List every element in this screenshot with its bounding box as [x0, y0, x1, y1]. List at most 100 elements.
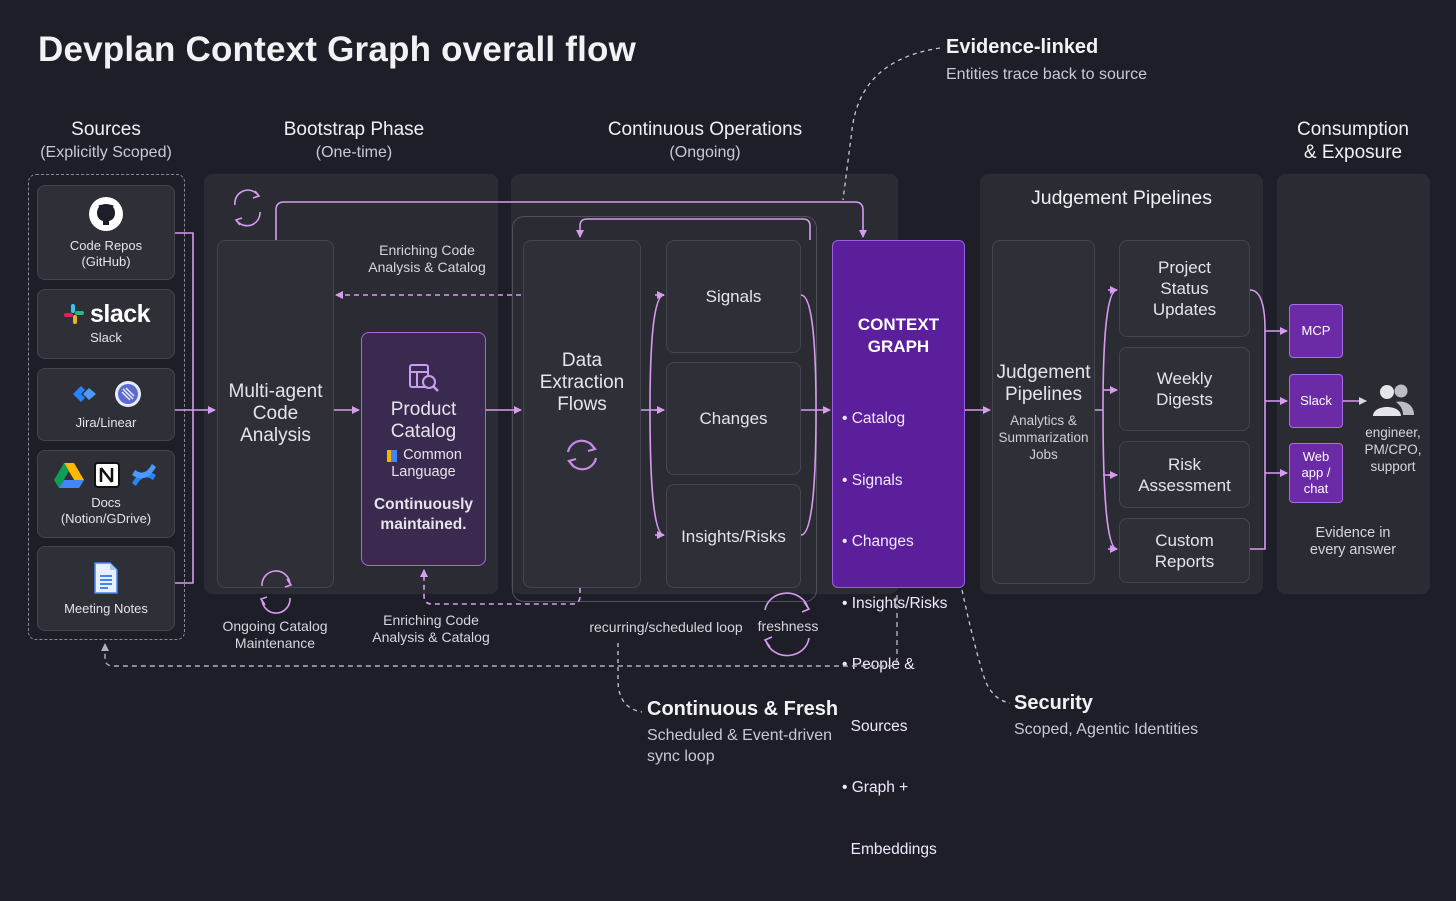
- source-label: Meeting Notes: [64, 600, 148, 616]
- callout-evidence-sub: Entities trace back to source: [946, 66, 1147, 83]
- risk-assessment[interactable]: Risk Assessment: [1119, 441, 1250, 508]
- bootstrap-subtitle: (One-time): [315, 144, 393, 161]
- callout-security-title: Security: [1014, 692, 1093, 714]
- source-meeting-notes[interactable]: Meeting Notes: [37, 546, 175, 631]
- enrich-label-bottom: Enriching Code Analysis & Catalog: [356, 612, 506, 646]
- catalog-title: Catalog: [390, 421, 457, 442]
- evidence-label: Evidence in every answer: [1285, 525, 1421, 559]
- judgement-sub: Analytics &: [1010, 412, 1077, 428]
- source-label: Slack: [90, 330, 122, 345]
- source-sublabel: (GitHub): [81, 253, 131, 269]
- weekly-digests[interactable]: Weekly Digests: [1119, 347, 1250, 431]
- channel-web-chat[interactable]: Web app / chat: [1289, 443, 1343, 503]
- report-label: Reports: [1154, 551, 1215, 571]
- ongoing-catalog-label: Ongoing Catalog Maintenance: [200, 618, 350, 652]
- notion-icon: [94, 462, 120, 488]
- context-graph[interactable]: CONTEXT GRAPH • Catalog • Signals • Chan…: [832, 240, 965, 858]
- source-sublabel: (Notion/GDrive): [60, 511, 152, 526]
- report-label: Custom: [1155, 530, 1214, 550]
- sources-title: Sources: [71, 119, 141, 140]
- callout-fresh-sub: sync loop: [647, 748, 715, 765]
- enrich-bottom-line1: Enriching Code: [383, 612, 479, 628]
- source-code-repos[interactable]: Code Repos (GitHub): [37, 185, 175, 280]
- enrich-top-line2: Analysis & Catalog: [368, 259, 486, 275]
- source-slack[interactable]: slack Slack: [37, 289, 175, 359]
- enrich-top-line1: Enriching Code: [379, 242, 475, 258]
- output-label: Changes: [699, 409, 768, 428]
- maintained-line1: Continuously: [373, 496, 474, 513]
- common-language-line1: Common: [403, 447, 462, 463]
- channel-label: chat: [1303, 481, 1329, 496]
- channel-label: Web: [1302, 449, 1330, 464]
- cg-item: Embeddings: [842, 840, 937, 858]
- slack-logo: slack: [62, 302, 151, 327]
- evidence-line: every answer: [1309, 542, 1397, 558]
- multi-agent-code-analysis[interactable]: Multi-agent Code Analysis: [217, 240, 334, 588]
- output-insights-risks[interactable]: Insights/Risks: [666, 484, 801, 588]
- output-signals[interactable]: Signals: [666, 240, 801, 353]
- consumption-header: Consumption & Exposure: [1275, 118, 1431, 164]
- source-docs[interactable]: Docs (Notion/GDrive): [37, 450, 175, 538]
- recurring-loop-label: recurring/scheduled loop: [589, 619, 743, 635]
- callout-fresh-sub: Scheduled & Event-driven: [647, 727, 832, 744]
- analysis-line: Multi-agent: [228, 381, 323, 402]
- consumption-title-2: & Exposure: [1303, 142, 1403, 163]
- user-role: engineer,: [1365, 425, 1421, 440]
- source-label: Jira/Linear: [75, 414, 137, 430]
- project-status-updates[interactable]: Project Status Updates: [1119, 240, 1250, 337]
- user-role: PM/CPO,: [1364, 442, 1422, 457]
- channel-label: MCP: [1301, 323, 1331, 338]
- continuous-subtitle: (Ongoing): [669, 144, 741, 161]
- report-label: Assessment: [1138, 475, 1231, 495]
- cg-item: • Catalog: [842, 410, 906, 427]
- judgement-sub: Jobs: [1029, 446, 1058, 462]
- judgement-title: Pipelines: [1004, 383, 1083, 405]
- sources-header: Sources (Explicitly Scoped): [20, 118, 192, 164]
- cg-item: • Insights/Risks: [842, 594, 948, 612]
- custom-reports[interactable]: Custom Reports: [1119, 518, 1250, 583]
- continuous-header: Continuous Operations (Ongoing): [585, 118, 825, 164]
- freshness-label: freshness: [757, 618, 819, 634]
- report-label: Project: [1158, 258, 1211, 277]
- analysis-line: Analysis: [240, 425, 311, 446]
- channel-label: Slack: [1300, 393, 1332, 408]
- output-changes[interactable]: Changes: [666, 362, 801, 475]
- report-label: Weekly: [1156, 369, 1213, 388]
- source-jira-linear[interactable]: Jira/Linear: [37, 368, 175, 441]
- callout-evidence-title: Evidence-linked: [946, 36, 1099, 58]
- common-language-line2: Language: [391, 464, 456, 480]
- report-label: Updates: [1152, 300, 1217, 319]
- users-label: engineer, PM/CPO, support: [1354, 424, 1432, 475]
- channel-slack[interactable]: Slack: [1289, 374, 1343, 428]
- gdrive-icon: [54, 463, 84, 488]
- extraction-line: Extraction: [539, 372, 625, 393]
- github-icon: [89, 196, 123, 231]
- leader-fresh: [617, 643, 643, 713]
- cg-item: • Changes: [842, 533, 914, 550]
- bootstrap-title: Bootstrap Phase: [283, 119, 425, 140]
- consumption-title-1: Consumption: [1297, 119, 1409, 140]
- data-extraction-flows[interactable]: Data Extraction Flows: [523, 240, 641, 588]
- cg-item: • Graph +: [842, 779, 909, 796]
- report-label: Risk: [1167, 454, 1202, 474]
- cg-item: Sources: [842, 717, 908, 735]
- judgement-pipelines[interactable]: Judgement Pipelines Analytics & Summariz…: [992, 240, 1095, 584]
- confluence-icon: [132, 464, 156, 486]
- extraction-line: Flows: [557, 394, 607, 415]
- continuous-title: Continuous Operations: [607, 119, 803, 140]
- channel-mcp[interactable]: MCP: [1289, 304, 1343, 358]
- source-label: Docs: [91, 495, 121, 510]
- users-icon: [1373, 384, 1414, 416]
- leader-security: [961, 589, 1011, 704]
- context-graph-list: • Catalog • Signals • Changes • Insights…: [833, 368, 964, 901]
- book-icon: [387, 449, 398, 462]
- output-label: Signals: [705, 287, 762, 306]
- maintained-line2: maintained.: [380, 516, 467, 533]
- cg-item: • Signals: [842, 471, 903, 489]
- product-catalog[interactable]: Product Catalog Common Language Continuo…: [361, 332, 486, 566]
- common-language: Common: [385, 447, 462, 464]
- page-title: Devplan Context Graph overall flow: [38, 30, 637, 69]
- sources-subtitle: (Explicitly Scoped): [40, 144, 172, 161]
- context-graph-title: GRAPH: [867, 337, 930, 356]
- bootstrap-header: Bootstrap Phase (One-time): [244, 118, 464, 164]
